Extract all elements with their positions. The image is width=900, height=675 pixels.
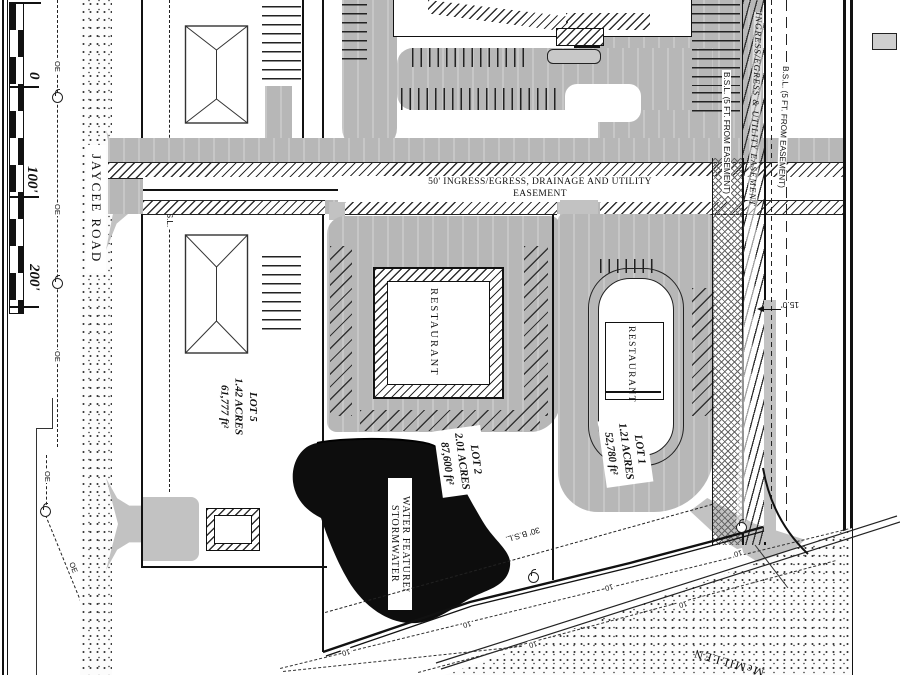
easement-hatch-south-2 xyxy=(345,200,557,215)
easement-label-line1: 50' INGRESS/EGRESS, DRAINAGE AND UTILITY xyxy=(428,177,652,187)
speed-hump xyxy=(547,49,601,64)
northeast-stall-ticks-1 xyxy=(692,4,740,86)
north-parking-ticks-row1 xyxy=(412,48,528,67)
restaurant2-building xyxy=(605,322,664,400)
scale-bar-col-a xyxy=(10,3,16,313)
north-property-line xyxy=(143,189,339,192)
lot5-small-structure xyxy=(206,508,260,551)
lot5-south-parking-ticks xyxy=(262,256,301,332)
driveway-pad-south xyxy=(142,497,199,561)
lot5-north-building xyxy=(184,25,249,124)
lot1-stall-ticks-east xyxy=(692,288,714,416)
jaycee-road-label: JAYCEE ROAD xyxy=(86,145,106,273)
bsl-dashed-east-outer xyxy=(786,0,788,524)
bsl-line-west xyxy=(169,0,170,492)
anchor-building-vestibule xyxy=(556,28,604,46)
row-line-jog xyxy=(36,428,53,430)
row-line-vertical xyxy=(36,428,38,675)
dim-15-arrowhead-icon xyxy=(757,306,764,312)
lot5-name: LOT 5 xyxy=(246,391,259,422)
lot2-label: LOT 2 2.01 ACRES 87,600 ft² xyxy=(433,424,490,498)
dim-15-label: 15.0' xyxy=(781,300,800,310)
north-aisle-line xyxy=(302,0,304,214)
oe-label-3: OE xyxy=(53,350,62,363)
restaurant1-interior xyxy=(387,281,490,385)
lot1-lot2-boundary xyxy=(552,214,555,580)
contour-label: 10 xyxy=(732,547,745,560)
east-road-edge-line-1 xyxy=(843,0,846,675)
utility-pole-icon xyxy=(52,275,63,289)
lot2-west-boundary xyxy=(322,0,325,652)
utility-pole-icon xyxy=(528,569,539,583)
row-line-upper xyxy=(52,398,54,429)
scale-tick-200 xyxy=(9,306,39,308)
northeast-stall-ticks-2 xyxy=(692,92,740,112)
west-road-edge-line-2 xyxy=(6,0,9,675)
restaurant1-label: RESTAURANT xyxy=(428,287,439,377)
scale-tick-top xyxy=(9,2,41,4)
restaurant2-label: RESTAURANT xyxy=(626,326,636,404)
scale-bar-col-b xyxy=(17,3,23,313)
north-aisle-stall-ticks xyxy=(342,4,367,62)
lot2-entry-gap xyxy=(329,202,345,220)
scale-label-100: 100' xyxy=(24,166,40,193)
lot2-stall-ticks-west xyxy=(330,246,352,416)
bsl-dashed-east-inner xyxy=(771,0,773,512)
jaycee-road-verge-stipple xyxy=(80,0,112,675)
scale-label-200: 200' xyxy=(26,264,42,291)
scale-tick-0 xyxy=(9,86,39,88)
oe-label-1: OE xyxy=(53,60,62,73)
lot5-area: 61,777 ft² xyxy=(218,385,231,429)
lot5-north-parking-ticks xyxy=(262,6,301,86)
east-road-edge-line-2 xyxy=(850,0,853,675)
oe-label-2: OE xyxy=(53,203,62,216)
water-label-line2: STORMWATER xyxy=(389,505,400,583)
scale-label-0: 0 xyxy=(26,72,42,80)
contour-label: 10 xyxy=(603,581,616,594)
scale-tick-100 xyxy=(9,196,39,198)
oe-label-4: OE xyxy=(43,470,52,483)
east-gray-sliver xyxy=(764,300,776,542)
anchor-building-hatch-east xyxy=(566,13,650,30)
easement-label: 50' INGRESS/EGRESS, DRAINAGE AND UTILITY… xyxy=(338,176,742,202)
lot1-label: LOT 1 1.21 ACRES 52,780 ft² xyxy=(597,414,654,488)
easement-label-line2: EASEMENT xyxy=(513,188,567,199)
lot5-small-structure-inner xyxy=(214,515,252,544)
lot2-stall-ticks-south xyxy=(360,410,540,431)
parcel-west-boundary xyxy=(141,0,144,568)
easement-hatch-north xyxy=(108,162,845,179)
scale-bar xyxy=(9,2,24,314)
lot5-south-building xyxy=(184,234,249,354)
lot2-stall-ticks-east xyxy=(524,246,548,416)
contour-label: 10 xyxy=(340,646,353,659)
west-road-edge-line-1 xyxy=(2,0,5,675)
utility-box xyxy=(872,33,897,50)
north-parking-ticks-row2a xyxy=(401,88,561,110)
parking-island xyxy=(565,84,641,122)
utility-pole-icon xyxy=(736,519,747,533)
lot5-south-boundary xyxy=(141,566,327,569)
lot5-acres: 1.42 ACRES xyxy=(232,378,245,436)
utility-pole-icon xyxy=(52,89,63,103)
restaurant2-wall-line xyxy=(606,391,661,393)
lot5-label: LOT 5 1.42 ACRES 61,777 ft² xyxy=(212,376,265,438)
easement-hatch-south-1 xyxy=(143,200,325,215)
driveway-trumpet-south xyxy=(106,478,146,570)
utility-pole-icon xyxy=(40,503,51,517)
utility-line-vertical xyxy=(57,0,58,447)
bsl-label-east-inner: B.S.L. (5 FT. FROM EASEMENT) xyxy=(722,70,731,196)
dim-15-arrow-line xyxy=(761,309,781,311)
restaurant1-building xyxy=(373,267,504,399)
